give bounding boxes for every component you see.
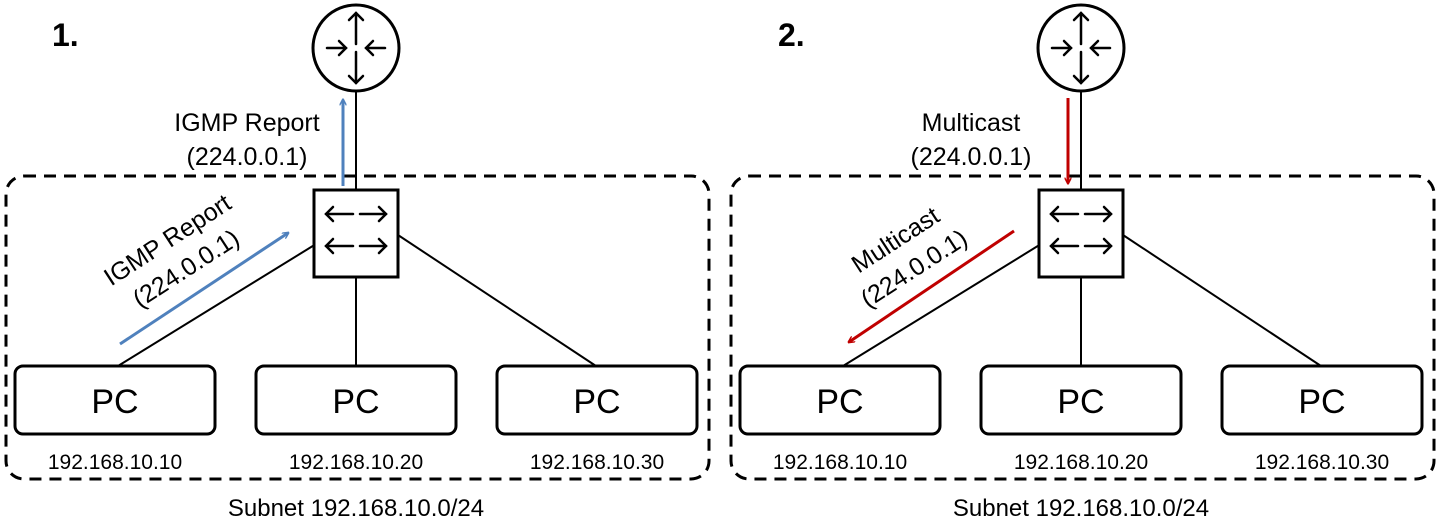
step-label: 2. [778, 17, 805, 53]
pc-box [1220, 364, 1424, 436]
pc-ip: 192.168.10.30 [530, 451, 664, 474]
uplink-address: (224.0.0.1) [187, 143, 308, 171]
router-icon [1036, 3, 1126, 93]
pc-ip: 192.168.10.10 [48, 451, 182, 474]
switch-icon [312, 188, 400, 279]
link-line [117, 243, 317, 367]
link-line [1122, 234, 1322, 367]
step-label: 1. [52, 17, 79, 53]
panel-1: 1. [4, 3, 711, 522]
subnet-label: Subnet 192.168.10.0/24 [953, 495, 1209, 522]
pc-box [254, 364, 458, 436]
pc-box [738, 364, 942, 436]
subnet-label: Subnet 192.168.10.0/24 [228, 495, 484, 522]
pc-label: PC [91, 383, 138, 421]
pc-ip: 192.168.10.20 [289, 451, 423, 474]
link-line [842, 243, 1042, 367]
igmp-report-diagonal-arrow [119, 233, 288, 346]
pc-label: PC [332, 383, 379, 421]
switch-icon [1037, 188, 1125, 279]
pc-box [495, 364, 699, 436]
pc-ip: 192.168.10.30 [1255, 451, 1389, 474]
router-icon [311, 3, 401, 93]
pc-label: PC [573, 383, 620, 421]
link-line [397, 234, 597, 367]
pc-box [979, 364, 1183, 436]
pc-label: PC [1057, 383, 1104, 421]
subnet-boundary [4, 174, 711, 481]
pc-ip: 192.168.10.20 [1014, 451, 1148, 474]
pc-label: PC [1298, 383, 1345, 421]
multicast-diagonal-arrow [849, 229, 1015, 342]
uplink-label: IGMP Report [174, 109, 319, 137]
uplink-label: Multicast [922, 109, 1021, 137]
panel-2: 2. [729, 3, 1436, 522]
pc-label: PC [816, 383, 863, 421]
subnet-boundary [729, 174, 1436, 481]
pc-box [13, 364, 217, 436]
uplink-address: (224.0.0.1) [911, 143, 1032, 171]
pc-ip: 192.168.10.10 [773, 451, 907, 474]
